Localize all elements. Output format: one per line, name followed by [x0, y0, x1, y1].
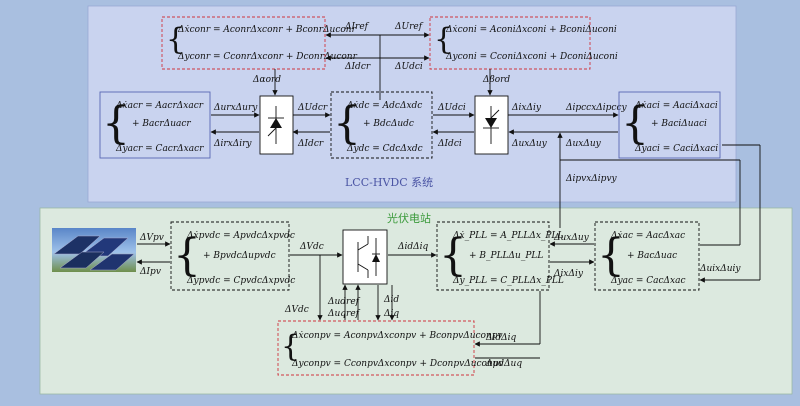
svg-text:+ BacrΔuacr: + BacrΔuacr: [132, 119, 191, 129]
svg-text:ΔuxΔuy: ΔuxΔuy: [565, 139, 602, 149]
lcc-system-region: [87, 5, 737, 203]
svg-text:{: {: [434, 22, 453, 57]
svg-text:Δyconr = CconrΔxconr + DconrΔu: Δyconr = CconrΔxconr + DconrΔuconr: [177, 52, 358, 62]
svg-text:ΔudΔuq: ΔudΔuq: [485, 359, 522, 369]
pv-dc-block: { Δẋpvdc = ApvdcΔxpvdc + BpvdcΔupvdc Δyp…: [170, 221, 295, 291]
svg-text:ΔipvxΔipvy: ΔipvxΔipvy: [565, 174, 618, 184]
svg-text:Δẋacr = AacrΔxacr: Δẋacr = AacrΔxacr: [115, 101, 204, 111]
svg-text:ΔuxΔuy: ΔuxΔuy: [553, 233, 590, 243]
svg-text:+ B_PLLΔu_PLL: + B_PLLΔu_PLL: [469, 251, 543, 261]
svg-text:Δβord: Δβord: [482, 75, 510, 85]
rectifier-converter-icon: [259, 95, 294, 155]
svg-text:Δẋpvdc = ApvdcΔxpvdc: Δẋpvdc = ApvdcΔxpvdc: [186, 231, 295, 241]
svg-text:ΔuixΔuiy: ΔuixΔuiy: [699, 264, 741, 274]
svg-text:{: {: [621, 98, 649, 149]
inverter-ac-system-block: { Δẋaci = AaciΔxaci + BaciΔuaci Δyaci = …: [618, 91, 721, 159]
svg-text:ΔVdc: ΔVdc: [299, 242, 324, 252]
pv-control-block: { Δẋconpv = AconpvΔxconpv + BconpvΔuconp…: [277, 320, 504, 376]
svg-text:ΔirxΔiry: ΔirxΔiry: [213, 139, 252, 149]
svg-text:ΔUdci: ΔUdci: [437, 103, 466, 113]
svg-text:ΔIdcr: ΔIdcr: [297, 139, 324, 149]
svg-text:Δiq: Δiq: [383, 309, 399, 319]
svg-text:+ BpvdcΔupvdc: + BpvdcΔupvdc: [203, 251, 276, 261]
svg-text:Δẋconr = AconrΔxconr + BconrΔu: Δẋconr = AconrΔxconr + BconrΔuconr: [177, 25, 357, 35]
inverter-control-block: { Δẋconi = AconiΔxconi + BconiΔuconi Δyc…: [429, 16, 618, 70]
svg-text:ΔixΔiy: ΔixΔiy: [553, 269, 584, 279]
inverter-converter-icon: [474, 95, 509, 155]
svg-text:Δẋac = AacΔxac: Δẋac = AacΔxac: [610, 231, 685, 241]
svg-text:ΔIpv: ΔIpv: [139, 267, 161, 277]
svg-text:{: {: [281, 329, 300, 364]
svg-text:{: {: [439, 230, 467, 281]
svg-text:Δid: Δid: [383, 295, 399, 305]
svg-text:ΔurxΔury: ΔurxΔury: [213, 103, 258, 113]
svg-text:Δyac = CacΔxac: Δyac = CacΔxac: [610, 276, 686, 286]
rectifier-control-block: { Δẋconr = AconrΔxconr + BconrΔuconr Δyc…: [161, 16, 358, 70]
svg-text:ΔixΔiy: ΔixΔiy: [511, 103, 542, 113]
svg-text:ΔidΔiq: ΔidΔiq: [485, 333, 517, 343]
pv-inverter-icon: [342, 229, 388, 285]
svg-text:ΔIdci: ΔIdci: [437, 139, 462, 149]
svg-text:ΔuxΔuy: ΔuxΔuy: [511, 139, 548, 149]
svg-text:+ BacΔuac: + BacΔuac: [627, 251, 677, 261]
pll-block: { Δẋ_PLL = A_PLLΔx_PLL + B_PLLΔu_PLL Δy_…: [436, 221, 564, 291]
svg-text:Δy_PLL = C_PLLΔx_PLL: Δy_PLL = C_PLLΔx_PLL: [452, 276, 564, 286]
svg-text:{: {: [333, 98, 361, 149]
lcc-caption: LCC-HVDC 系统: [345, 176, 433, 189]
pv-caption: 光伏电站: [387, 211, 431, 225]
svg-text:ΔUref: ΔUref: [394, 22, 424, 32]
svg-text:{: {: [597, 230, 625, 281]
svg-text:ΔUdci: ΔUdci: [394, 62, 423, 72]
svg-text:Δyaci = CaciΔxaci: Δyaci = CaciΔxaci: [634, 144, 718, 154]
svg-text:{: {: [173, 230, 201, 281]
svg-text:ΔIdcr: ΔIdcr: [344, 62, 371, 72]
svg-text:Δẋdc = AdcΔxdc: Δẋdc = AdcΔxdc: [346, 101, 422, 111]
svg-text:ΔVpv: ΔVpv: [139, 233, 164, 243]
svg-text:Δẋ_PLL = A_PLLΔx_PLL: Δẋ_PLL = A_PLLΔx_PLL: [452, 231, 563, 241]
pv-ac-grid-block: { Δẋac = AacΔxac + BacΔuac Δyac = CacΔxa…: [594, 221, 700, 291]
svg-text:ΔUdcr: ΔUdcr: [297, 103, 328, 113]
svg-text:Δyacr = CacrΔxacr: Δyacr = CacrΔxacr: [115, 144, 204, 154]
svg-text:Δẋconpv = AconpvΔxconpv + Bcon: Δẋconpv = AconpvΔxconpv + BconpvΔuconpv: [291, 331, 503, 341]
svg-text:+ BdcΔudc: + BdcΔudc: [363, 119, 414, 129]
svg-text:ΔipccxΔipccy: ΔipccxΔipccy: [565, 103, 628, 113]
svg-text:Δyconi = CconiΔxconi + DconiΔu: Δyconi = CconiΔxconi + DconiΔuconi: [445, 52, 618, 62]
svg-text:{: {: [102, 98, 130, 149]
svg-text:Δydc = CdcΔxdc: Δydc = CdcΔxdc: [346, 144, 423, 154]
svg-text:+ BaciΔuaci: + BaciΔuaci: [651, 119, 707, 129]
svg-text:Δẋconi = AconiΔxconi + BconiΔu: Δẋconi = AconiΔxconi + BconiΔuconi: [445, 25, 617, 35]
svg-text:ΔIref: ΔIref: [344, 22, 370, 32]
dc-line-block: { Δẋdc = AdcΔxdc + BdcΔudc Δydc = CdcΔxd…: [330, 91, 433, 159]
svg-text:Δypvdc = CpvdcΔxpvdc: Δypvdc = CpvdcΔxpvdc: [186, 276, 295, 286]
svg-text:Δẋaci = AaciΔxaci: Δẋaci = AaciΔxaci: [634, 101, 718, 111]
svg-text:Δyconpv = CconpvΔxconpv + Dcon: Δyconpv = CconpvΔxconpv + DconpvΔuconpv: [291, 359, 504, 369]
svg-text:Δαord: Δαord: [252, 75, 281, 85]
svg-text:ΔVdc: ΔVdc: [284, 305, 309, 315]
svg-text:Δuqref: Δuqref: [327, 309, 361, 319]
svg-text:ΔidΔiq: ΔidΔiq: [397, 242, 429, 252]
pv-station-region: [39, 207, 793, 395]
svg-text:Δudref: Δudref: [327, 297, 361, 307]
pv-panel-image: [52, 228, 136, 272]
rectifier-ac-system-block: { Δẋacr = AacrΔxacr + BacrΔuacr Δyacr = …: [99, 91, 211, 159]
svg-text:{: {: [166, 22, 185, 57]
